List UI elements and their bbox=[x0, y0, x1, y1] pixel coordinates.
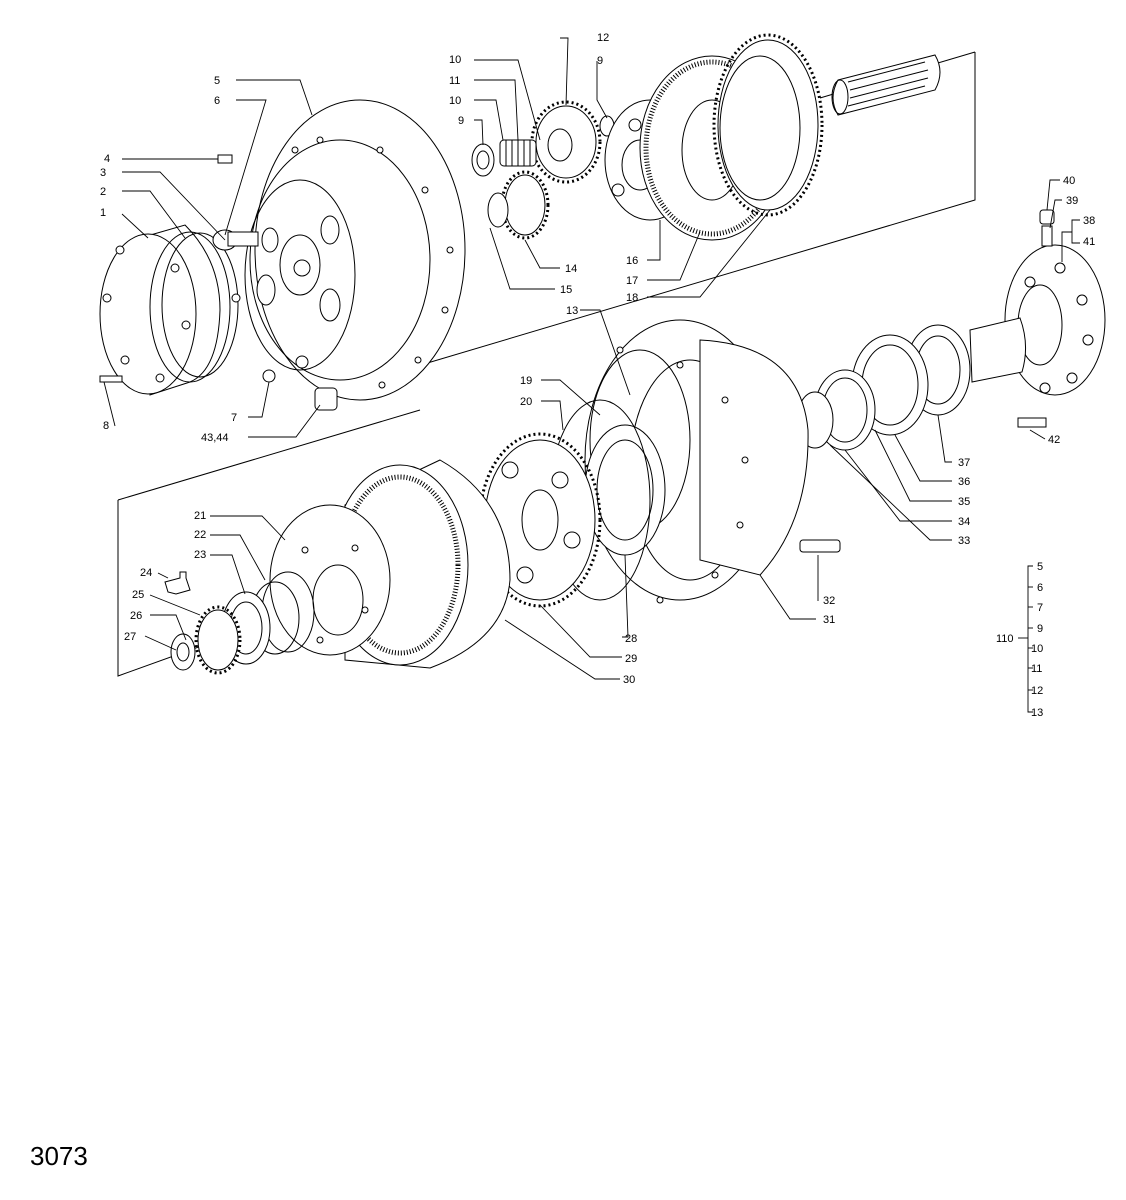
callout-21: 21 bbox=[194, 510, 206, 522]
callout-25: 25 bbox=[132, 589, 144, 601]
end-cover bbox=[99, 224, 221, 396]
callout-3: 3 bbox=[100, 167, 106, 179]
callout-23: 23 bbox=[194, 549, 206, 561]
kit-label: 110 bbox=[996, 633, 1014, 645]
kit-item: 12 bbox=[1031, 685, 1043, 697]
callout-12: 12 bbox=[597, 32, 609, 44]
callout-33: 33 bbox=[958, 535, 970, 547]
callout-22: 22 bbox=[194, 529, 206, 541]
lower-carrier-flange bbox=[269, 504, 391, 656]
kit-item: 13 bbox=[1031, 707, 1043, 719]
wheel-hub bbox=[969, 209, 1106, 428]
callout-19: 19 bbox=[520, 375, 532, 387]
callout-2: 2 bbox=[100, 186, 106, 198]
planet-gear-lower bbox=[487, 170, 550, 240]
callout-7: 7 bbox=[231, 412, 237, 424]
callout-11: 11 bbox=[449, 75, 460, 87]
drive-shaft bbox=[831, 54, 941, 116]
figure-number: 3073 bbox=[30, 1141, 88, 1171]
callout-labels: 1 2 3 4 5 6 7 8 9 10 11 10 12 9 13 14 15… bbox=[100, 32, 1095, 686]
callout-27: 27 bbox=[124, 631, 136, 643]
callout-5: 5 bbox=[214, 75, 220, 87]
callout-30: 30 bbox=[623, 674, 635, 686]
callout-4: 4 bbox=[104, 153, 110, 165]
lower-bearing-cone bbox=[164, 571, 242, 675]
callout-9-left: 9 bbox=[458, 115, 464, 127]
callout-28: 28 bbox=[625, 633, 637, 645]
hub-housing bbox=[244, 99, 466, 401]
callout-14: 14 bbox=[565, 263, 577, 275]
callout-16: 16 bbox=[626, 255, 638, 267]
kit-110-list: 110 5 6 7 9 10 11 12 13 bbox=[996, 561, 1043, 719]
callout-10-lower: 10 bbox=[449, 95, 461, 107]
kit-item: 10 bbox=[1031, 643, 1043, 655]
kit-item: 9 bbox=[1037, 623, 1043, 635]
callout-10-upper: 10 bbox=[449, 54, 461, 66]
callout-8: 8 bbox=[103, 420, 109, 432]
callout-41: 41 bbox=[1083, 236, 1095, 248]
kit-item: 6 bbox=[1037, 582, 1043, 594]
callout-40: 40 bbox=[1063, 175, 1075, 187]
callout-32: 32 bbox=[823, 595, 835, 607]
callout-38: 38 bbox=[1083, 215, 1095, 227]
callout-1: 1 bbox=[100, 207, 106, 219]
callout-34: 34 bbox=[958, 516, 970, 528]
needle-bearing-upper bbox=[499, 139, 537, 167]
callout-39: 39 bbox=[1066, 195, 1078, 207]
callout-18: 18 bbox=[626, 292, 638, 304]
callout-42: 42 bbox=[1048, 434, 1060, 446]
callout-29: 29 bbox=[625, 653, 637, 665]
kit-item: 11 bbox=[1031, 663, 1042, 675]
planet-gear-upper bbox=[530, 100, 602, 184]
callout-13: 13 bbox=[566, 305, 578, 317]
callout-31: 31 bbox=[823, 614, 835, 626]
hub-bearing-set bbox=[796, 324, 971, 451]
kit-110-bracket bbox=[1018, 565, 1033, 713]
callout-17: 17 bbox=[626, 275, 638, 287]
callout-37: 37 bbox=[958, 457, 970, 469]
kit-item: 7 bbox=[1037, 602, 1043, 614]
kit-item: 5 bbox=[1037, 561, 1043, 573]
cover-seal-ring bbox=[149, 231, 239, 383]
callout-15: 15 bbox=[560, 284, 572, 296]
callout-24: 24 bbox=[140, 567, 152, 579]
callout-6: 6 bbox=[214, 95, 220, 107]
large-ring-gear-upper bbox=[712, 33, 824, 217]
callout-43-44: 43,44 bbox=[201, 432, 229, 444]
callout-9-right: 9 bbox=[597, 55, 603, 67]
callout-26: 26 bbox=[130, 610, 142, 622]
leader-lines bbox=[103, 37, 1080, 680]
callout-36: 36 bbox=[958, 476, 970, 488]
callout-20: 20 bbox=[520, 396, 532, 408]
callout-35: 35 bbox=[958, 496, 970, 508]
